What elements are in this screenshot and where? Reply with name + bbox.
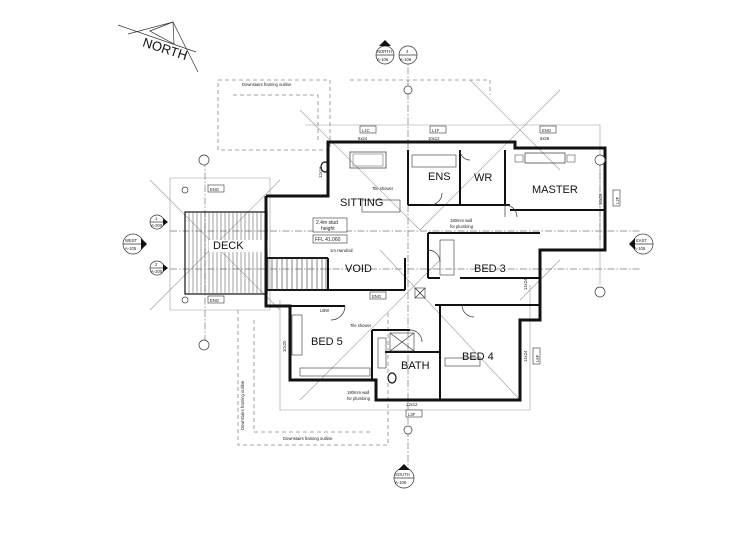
room-label-deck: DECK: [213, 240, 244, 252]
note-plumbing-wall-bottom-2: for plumbing: [347, 396, 371, 401]
doors: [330, 149, 518, 343]
note-downstairs-side: Downstairs framing outline: [240, 380, 245, 430]
interior-walls: [266, 142, 605, 400]
note-tile-shower-top: Tile shower: [372, 186, 394, 191]
marker-south-ref: A-106: [395, 480, 407, 485]
room-label-wr: WR: [474, 172, 492, 184]
tag-window-14x24: 14x24: [523, 278, 528, 290]
note-plumbing-wall-top-2: for plumbing: [450, 224, 474, 229]
tag-window-10x20: 10x20: [282, 340, 287, 352]
tag-l1c: L1C: [362, 128, 370, 133]
tag-window-12x16: 12x16: [318, 166, 323, 178]
note-plumbing-wall-top-1: 180mm wall: [450, 218, 472, 223]
room-label-master: MASTER: [532, 184, 578, 196]
note-handrail: 1m Handrail: [330, 248, 353, 253]
section-marker-east: EAST A-105: [629, 233, 654, 255]
room-label-bed3: BED 3: [474, 263, 506, 275]
marker-north-ref: A-106: [377, 57, 389, 62]
marker-west-1-num: 1: [155, 216, 158, 221]
note-downstairs-bottom: Downstairs framing outline: [283, 436, 333, 441]
tag-l3f: L3F: [408, 412, 416, 417]
note-stud-1: 2.4m stud: [316, 220, 338, 226]
note-downstairs-top: Downstairs framing outline: [242, 82, 292, 87]
tag-l6f: L6F: [535, 354, 540, 362]
tag-window-10x12: 10x12: [428, 136, 440, 141]
room-label-bed4: BED 4: [462, 351, 494, 363]
tag-window-6x24: 6x24: [358, 136, 368, 141]
note-plumbing-wall-bottom-1: 180mm wall: [347, 390, 369, 395]
tag-window-6x26: 6x26: [540, 136, 550, 141]
marker-east-title: EAST: [636, 238, 647, 243]
element-tags: ENG ENG ENG ENG L1C 6x24 L1F 10x12 6x26 …: [207, 125, 621, 418]
room-label-bed5: BED 5: [311, 336, 343, 348]
marker-west-2-ref: A-200: [151, 269, 163, 274]
plan-notes: Tile shower Tile shower 180mm wall for p…: [312, 186, 474, 401]
grid-bubbles: [181, 85, 606, 435]
marker-south-title: SOUTH: [395, 472, 410, 477]
note-stud-2: height: [321, 226, 335, 232]
tag-eng-4: ENG: [372, 294, 381, 299]
section-marker-west-2: 2 A-200: [149, 260, 168, 276]
marker-west-2-num: 2: [155, 262, 158, 267]
marker-north-num: 4: [406, 49, 409, 54]
tag-l2f: L2F: [615, 196, 620, 204]
tag-window-12x12: 12x12: [406, 402, 418, 407]
section-marker-south: SOUTH A-106: [393, 464, 415, 489]
marker-west-title: WEST: [125, 238, 138, 243]
room-label-sitting: SITTING: [340, 197, 383, 209]
room-label-bath: BATH: [401, 360, 430, 372]
section-marker-west: WEST A-105: [122, 233, 147, 255]
fixtures: [291, 151, 576, 384]
room-label-ens: ENS: [428, 171, 451, 183]
marker-west-ref: A-105: [125, 246, 137, 251]
marker-east-ref: A-105: [634, 246, 646, 251]
tag-l1f: L1F: [432, 128, 440, 133]
room-label-void: VOID: [345, 263, 372, 275]
section-marker-north: NORTH A-106 4 A-106: [375, 40, 418, 65]
tag-window-14x26: 14x26: [598, 193, 603, 205]
note-lbw: LBW: [320, 308, 329, 313]
marker-west-1-ref: A-200: [151, 223, 163, 228]
note-ffl: FFL 41.060: [315, 237, 341, 243]
roof-lines: [149, 79, 601, 411]
section-marker-west-1: 1 A-200: [149, 214, 168, 230]
tag-eng-3: ENG: [542, 128, 551, 133]
marker-north-title: NORTH: [377, 49, 392, 54]
stairs: [267, 257, 327, 291]
tag-eng-1: ENG: [210, 187, 219, 192]
note-tile-shower-bottom: Tile shower: [350, 323, 372, 328]
room-labels: SITTING ENS WR MASTER VOID BED 3 BED 4 B…: [311, 171, 578, 372]
tag-eng-2: ENG: [210, 298, 219, 303]
deck-area: DECK: [184, 211, 269, 295]
exterior-walls: [264, 140, 607, 402]
tag-window-14x24b: 14x24: [523, 350, 528, 362]
north-arrow: NORTH: [117, 21, 199, 73]
marker-north-ref2: A-106: [400, 57, 412, 62]
